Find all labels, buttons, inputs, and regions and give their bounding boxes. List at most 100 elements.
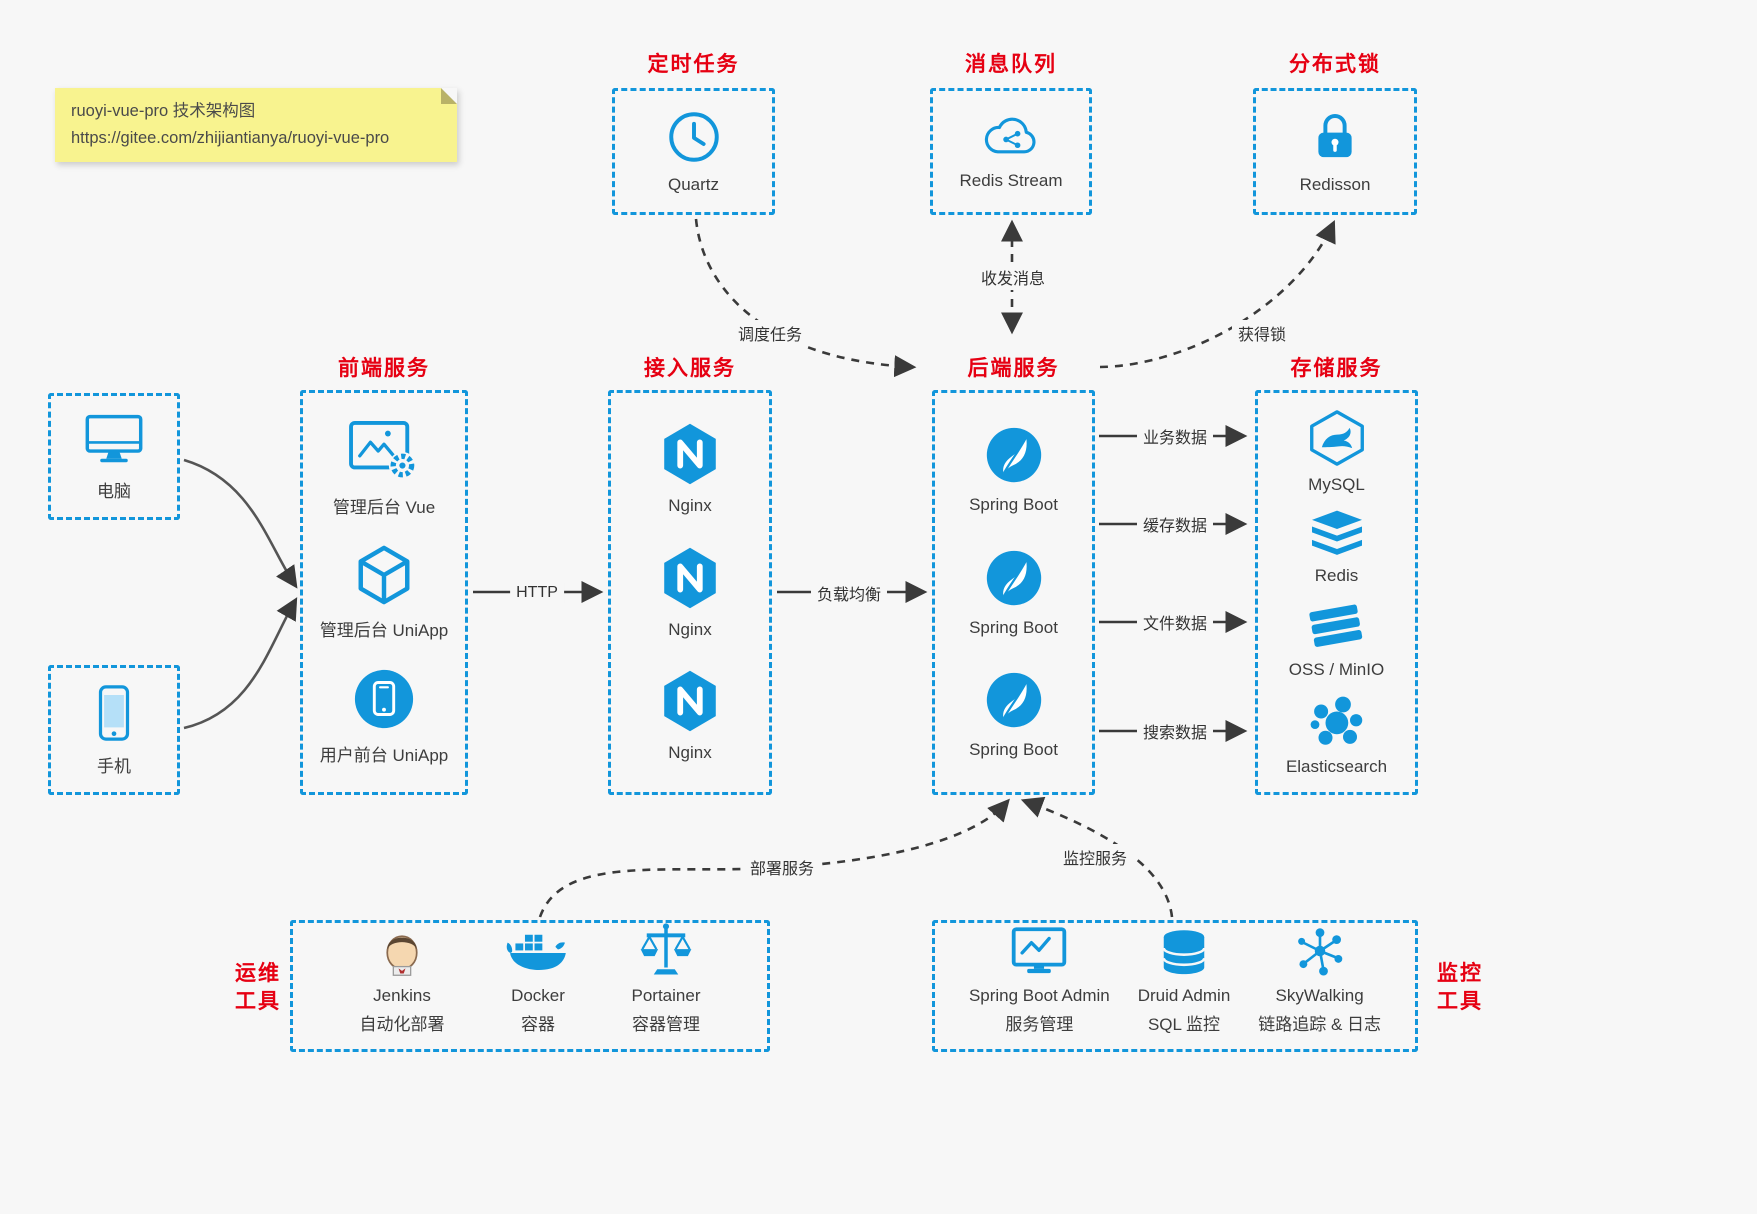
node-label: 管理后台 UniApp	[319, 621, 449, 640]
node-label: 用户前台 UniApp	[319, 746, 449, 765]
nginx-icon	[661, 669, 719, 733]
node-label: Spring Boot	[969, 495, 1058, 515]
node-docker: Docker 容器	[505, 927, 571, 1037]
skywalking-icon	[1292, 923, 1348, 979]
node-skywalking: SkyWalking 链路追踪 & 日志	[1258, 923, 1381, 1037]
node-jenkins: Jenkins 自动化部署	[360, 923, 445, 1037]
node-label: Redis Stream	[959, 170, 1063, 190]
docker-icon	[505, 927, 571, 979]
node-label: Nginx	[668, 619, 712, 639]
node-elasticsearch: Elasticsearch	[1286, 694, 1387, 777]
edge-label-business-data: 业务数据	[1136, 423, 1214, 449]
jenkins-icon	[376, 923, 428, 979]
node-redis-stream: Redis Stream	[959, 113, 1063, 191]
spring-boot-icon	[984, 670, 1044, 730]
mobile-phone-icon	[96, 684, 132, 742]
redis-stream-cloud-icon	[978, 113, 1044, 161]
node-sublabel: SQL 监控	[1147, 1015, 1221, 1035]
edge-client-desktop	[183, 458, 298, 589]
spring-boot-icon	[984, 548, 1044, 608]
uniapp-cube-icon	[353, 544, 415, 606]
edge-label-schedule: 调度任务	[731, 320, 809, 346]
mysql-icon	[1305, 408, 1369, 468]
spring-boot-icon	[984, 425, 1044, 485]
group-box-frontend: 管理后台 Vue 管理后台 UniApp 用户前台 UniApp	[300, 390, 468, 795]
note-fold-corner	[441, 88, 457, 104]
uniapp-user-icon	[352, 667, 416, 731]
node-label: Elasticsearch	[1285, 757, 1388, 777]
group-title-backend: 后端服务	[967, 357, 1060, 380]
node-nginx-3: Nginx	[661, 669, 719, 763]
group-box-storage: MySQL Redis	[1255, 390, 1418, 795]
edge-label-http: HTTP	[510, 583, 564, 603]
redis-icon	[1306, 509, 1368, 559]
edge-label-lock: 获得锁	[1231, 320, 1293, 346]
group-box-monitor-tools: Spring Boot Admin 服务管理 Druid Admin SQL 监…	[932, 920, 1418, 1052]
node-sublabel: 服务管理	[1005, 1015, 1074, 1035]
node-label: Nginx	[668, 742, 712, 762]
note-title: ruoyi-vue-pro 技术架构图	[71, 102, 256, 120]
node-label: Portainer	[631, 986, 701, 1006]
node-label: MySQL	[1308, 474, 1365, 494]
group-title-scheduled-task: 定时任务	[647, 53, 740, 76]
group-box-distributed-lock: Redisson	[1253, 88, 1417, 215]
node-label: Docker	[511, 986, 565, 1006]
group-box-gateway: Nginx Nginx Nginx	[608, 390, 772, 795]
node-label: Spring Boot	[969, 617, 1058, 637]
node-phone: 手机	[96, 684, 132, 777]
node-nginx-2: Nginx	[661, 546, 719, 640]
node-desktop: 电脑	[83, 411, 145, 502]
spring-boot-admin-icon	[1008, 925, 1070, 979]
portainer-icon	[638, 921, 694, 979]
group-title-gateway: 接入服务	[644, 357, 736, 380]
edge-lock	[1099, 219, 1336, 369]
edge-label-load-balance: 负载均衡	[810, 580, 888, 606]
group-box-scheduled-task: Quartz	[612, 88, 775, 215]
redisson-lock-icon	[1310, 109, 1360, 165]
nginx-icon	[661, 546, 719, 610]
group-title-storage: 存储服务	[1290, 357, 1383, 380]
node-label: 管理后台 Vue	[332, 498, 436, 517]
edge-label-deploy: 部署服务	[743, 854, 821, 880]
druid-database-icon	[1157, 927, 1211, 979]
node-label: Spring Boot	[969, 739, 1058, 759]
node-redisson: Redisson	[1299, 109, 1371, 195]
node-spring-boot-1: Spring Boot	[969, 425, 1058, 515]
node-label: 电脑	[97, 482, 131, 501]
client-box-phone: 手机	[48, 665, 180, 795]
node-quartz: Quartz	[666, 109, 722, 195]
node-sublabel: 容器	[521, 1015, 555, 1035]
node-label: Redisson	[1299, 174, 1371, 194]
node-label: Quartz	[667, 174, 720, 194]
elasticsearch-icon	[1308, 694, 1364, 750]
note-url: https://gitee.com/zhijiantianya/ruoyi-vu…	[71, 129, 390, 148]
node-label: 手机	[97, 756, 131, 776]
edge-label-file-data: 文件数据	[1136, 609, 1214, 635]
node-spring-boot-2: Spring Boot	[969, 548, 1058, 638]
node-admin-vue: 管理后台 Vue	[333, 419, 435, 518]
monitor-title-line2: 工具	[1437, 990, 1483, 1014]
node-redis: Redis	[1306, 509, 1368, 586]
node-sublabel: 容器管理	[631, 1015, 700, 1035]
node-sublabel: 链路追踪 & 日志	[1258, 1015, 1382, 1035]
node-spring-boot-3: Spring Boot	[969, 670, 1058, 760]
edge-client-phone	[183, 597, 298, 730]
node-label: OSS / MinIO	[1288, 659, 1385, 679]
node-mysql: MySQL	[1305, 408, 1369, 495]
node-label: Nginx	[668, 496, 712, 516]
node-oss-minio: OSS / MinIO	[1289, 601, 1384, 680]
ops-title-line2: 工具	[235, 990, 281, 1014]
nginx-icon	[661, 422, 719, 486]
group-title-monitor-tools: 监控 工具	[1434, 960, 1486, 1017]
group-title-ops-tools: 运维 工具	[232, 960, 284, 1017]
ops-title-line1: 运维	[235, 962, 281, 985]
node-spring-boot-admin: Spring Boot Admin 服务管理	[969, 925, 1110, 1037]
group-title-message-queue: 消息队列	[965, 53, 1057, 76]
edge-label-monitor: 监控服务	[1056, 844, 1134, 870]
group-box-ops-tools: Jenkins 自动化部署 Docker	[290, 920, 770, 1052]
sticky-note: ruoyi-vue-pro 技术架构图 https://gitee.com/zh…	[55, 88, 457, 163]
node-sublabel: 自动化部署	[359, 1015, 445, 1035]
edge-monitor	[1020, 796, 1174, 918]
edge-label-search-data: 搜索数据	[1136, 718, 1214, 744]
